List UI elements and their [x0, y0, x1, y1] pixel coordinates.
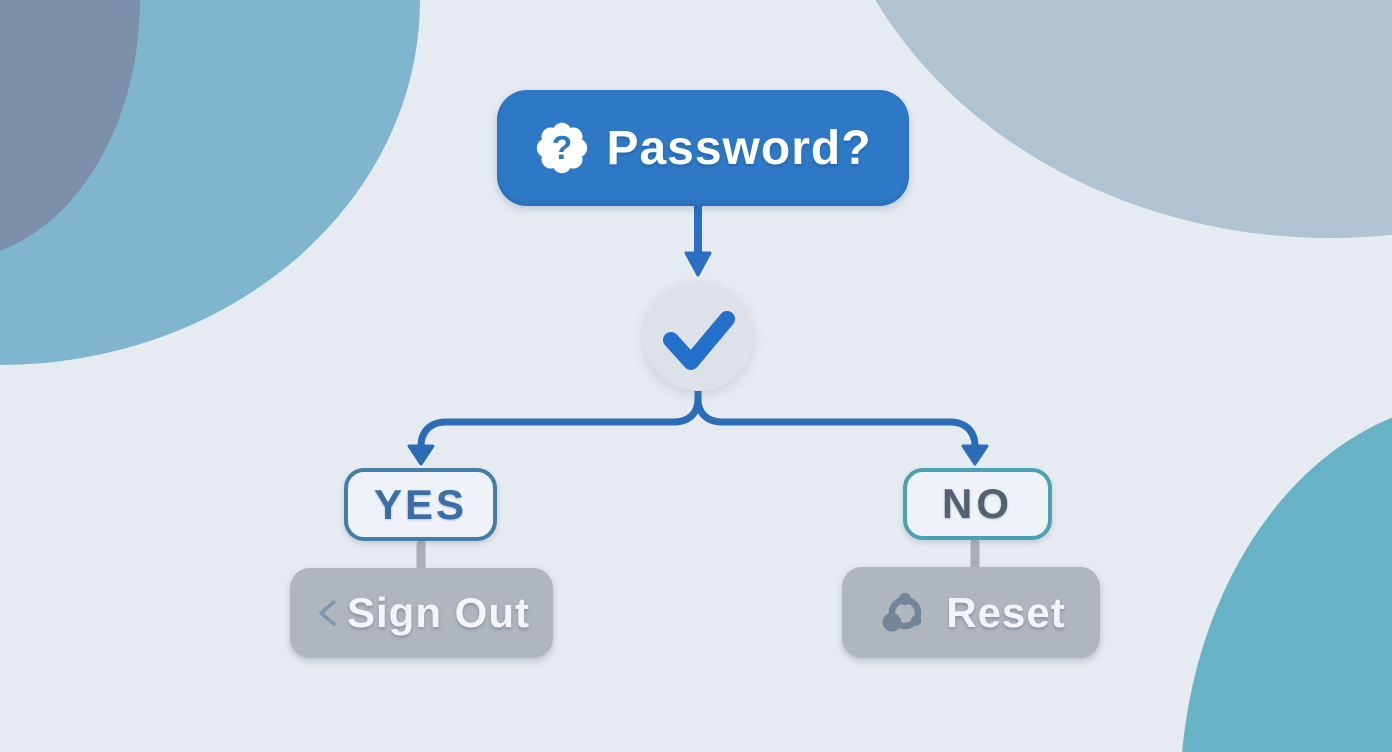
reset-label: Reset [946, 588, 1066, 636]
no-node-label: NO [942, 480, 1013, 527]
sign-out-label: Sign Out [347, 589, 530, 636]
question-badge-icon: ? [537, 122, 588, 174]
password-node-label: Password? [606, 121, 872, 175]
svg-text:?: ? [552, 130, 573, 167]
password-node[interactable]: ? Password? [497, 90, 909, 206]
yes-node-label: YES [373, 480, 468, 528]
checkmark-icon [663, 311, 735, 370]
check-node[interactable] [643, 281, 753, 391]
reset-button[interactable]: Reset [842, 567, 1100, 658]
edge-check-to-no [694, 384, 989, 466]
yes-node[interactable]: YES [344, 468, 497, 541]
back-chevron-icon [319, 600, 336, 626]
edge-check-to-yes [407, 384, 702, 466]
reset-cycle-icon [882, 592, 922, 632]
edge-password-to-check [684, 202, 712, 277]
sign-out-button[interactable]: Sign Out [290, 568, 553, 658]
no-node[interactable]: NO [903, 468, 1052, 540]
